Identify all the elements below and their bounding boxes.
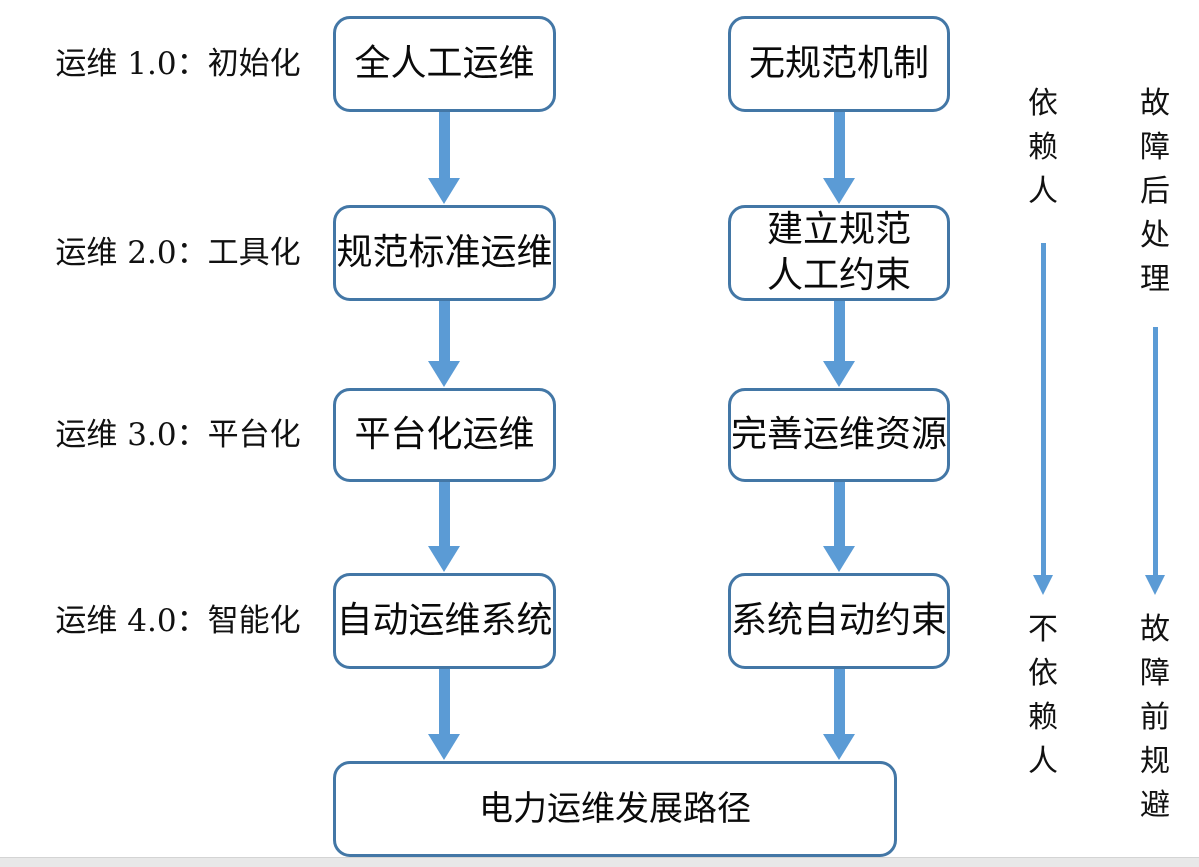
mechanism-node-2: 建立规范 人工约束 [728, 205, 950, 301]
mechanism-node-1: 无规范机制 [728, 16, 950, 112]
process-node-3: 平台化运维 [333, 388, 556, 482]
stage-label-3: 运维 3.0：平台化 [55, 417, 301, 453]
down-arrow-process-3-4 [428, 482, 460, 572]
down-arrow-mechanism-1-2 [823, 112, 855, 204]
down-arrow-process-2-3 [428, 301, 460, 387]
dependency-down-arrow [1033, 243, 1053, 595]
process-node-2: 规范标准运维 [333, 205, 556, 301]
goal-node: 电力运维发展路径 [333, 761, 897, 857]
dependency-after-label: 不依赖人 [1028, 612, 1058, 779]
down-arrow-mechanism-3-4 [823, 482, 855, 572]
mechanism-node-4: 系统自动约束 [728, 573, 950, 669]
fault-down-arrow [1145, 327, 1165, 595]
fault-before-label: 故障后处理 [1140, 86, 1170, 297]
down-arrow-mechanism-2-3 [823, 301, 855, 387]
down-arrow-mechanism-goal [823, 669, 855, 760]
footer-bar [0, 857, 1199, 867]
stage-label-1: 运维 1.0：初始化 [55, 46, 301, 82]
stage-label-2: 运维 2.0：工具化 [55, 235, 301, 271]
down-arrow-process-goal [428, 669, 460, 760]
mechanism-node-3: 完善运维资源 [728, 388, 950, 482]
stage-label-4: 运维 4.0：智能化 [55, 603, 301, 639]
process-node-1: 全人工运维 [333, 16, 556, 112]
dependency-before-label: 依赖人 [1028, 86, 1058, 209]
fault-after-label: 故障前规避 [1140, 612, 1170, 823]
down-arrow-process-1-2 [428, 112, 460, 204]
process-node-4: 自动运维系统 [333, 573, 556, 669]
